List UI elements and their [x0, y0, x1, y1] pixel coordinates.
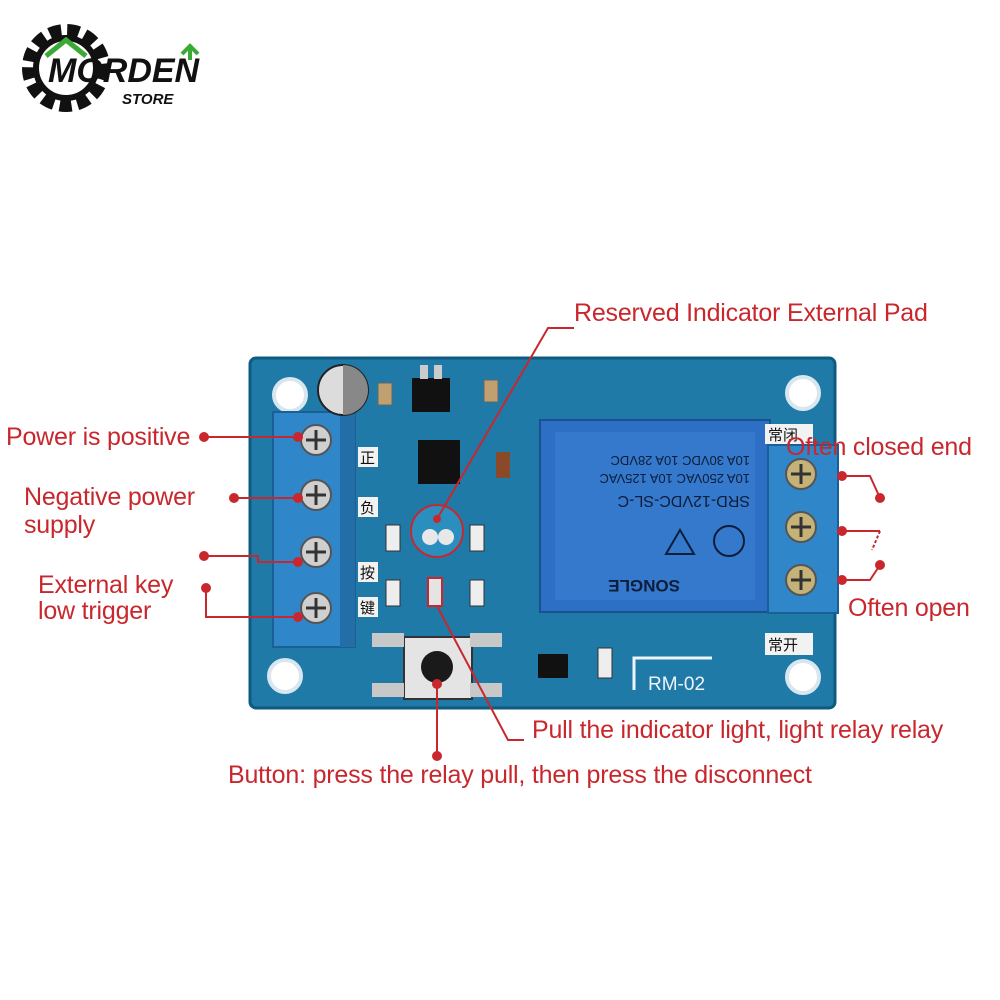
nc-chinese-label: 常闭 [768, 426, 798, 444]
pin-label-negative: 负 [360, 499, 375, 517]
brand-main-text: MORDEN [48, 52, 201, 90]
pin-label-key2: 键 [360, 599, 375, 617]
relay-model-text: SRD-12VDC-SL-C [618, 492, 750, 509]
brand-logo: MORDEN STORE [22, 24, 201, 112]
label-external-key-line2: low trigger [38, 597, 152, 625]
mounting-hole [785, 375, 821, 411]
ic-chip [418, 440, 460, 484]
relay-brand-text: SONGLE [608, 576, 680, 595]
relay-rating-2: 10A 30VDC 10A 28VDC [611, 453, 750, 468]
board-code: RM-02 [648, 674, 705, 695]
pin-label-key1: 按 [360, 564, 375, 582]
label-external-key-line1: External key [38, 571, 174, 599]
pin-label-positive: 正 [360, 449, 375, 467]
input-terminal-block [272, 411, 356, 648]
voltage-regulator [412, 378, 450, 412]
label-power-positive: Power is positive [6, 423, 191, 451]
indicator-led [427, 577, 443, 607]
label-often-open: Often open [848, 594, 970, 622]
no-chinese-label: 常开 [768, 636, 798, 654]
relay: SRD-12VDC-SL-C 10A 250VAC 10A 125VAC 10A… [539, 419, 771, 613]
relay-rating-1: 10A 250VAC 10A 125VAC [599, 471, 750, 486]
arrow-icon [180, 43, 200, 60]
annotation-lines [204, 327, 881, 756]
output-terminal-block [767, 444, 839, 614]
gear-icon [22, 24, 110, 112]
mounting-hole [272, 377, 308, 413]
label-pull-indicator: Pull the indicator light, light relay re… [532, 716, 944, 744]
label-often-closed: Often closed end [786, 433, 972, 461]
mounting-hole [785, 659, 821, 695]
label-negative-power-line1: Negative power [24, 483, 195, 511]
label-button: Button: press the relay pull, then press… [228, 761, 812, 789]
label-reserved-indicator-pad: Reserved Indicator External Pad [574, 299, 928, 327]
indicator-pad [410, 504, 464, 558]
brand-sub-text: STORE [122, 91, 174, 108]
push-button [421, 651, 453, 683]
label-negative-power-line2: supply [24, 511, 96, 539]
mounting-hole [267, 658, 303, 694]
